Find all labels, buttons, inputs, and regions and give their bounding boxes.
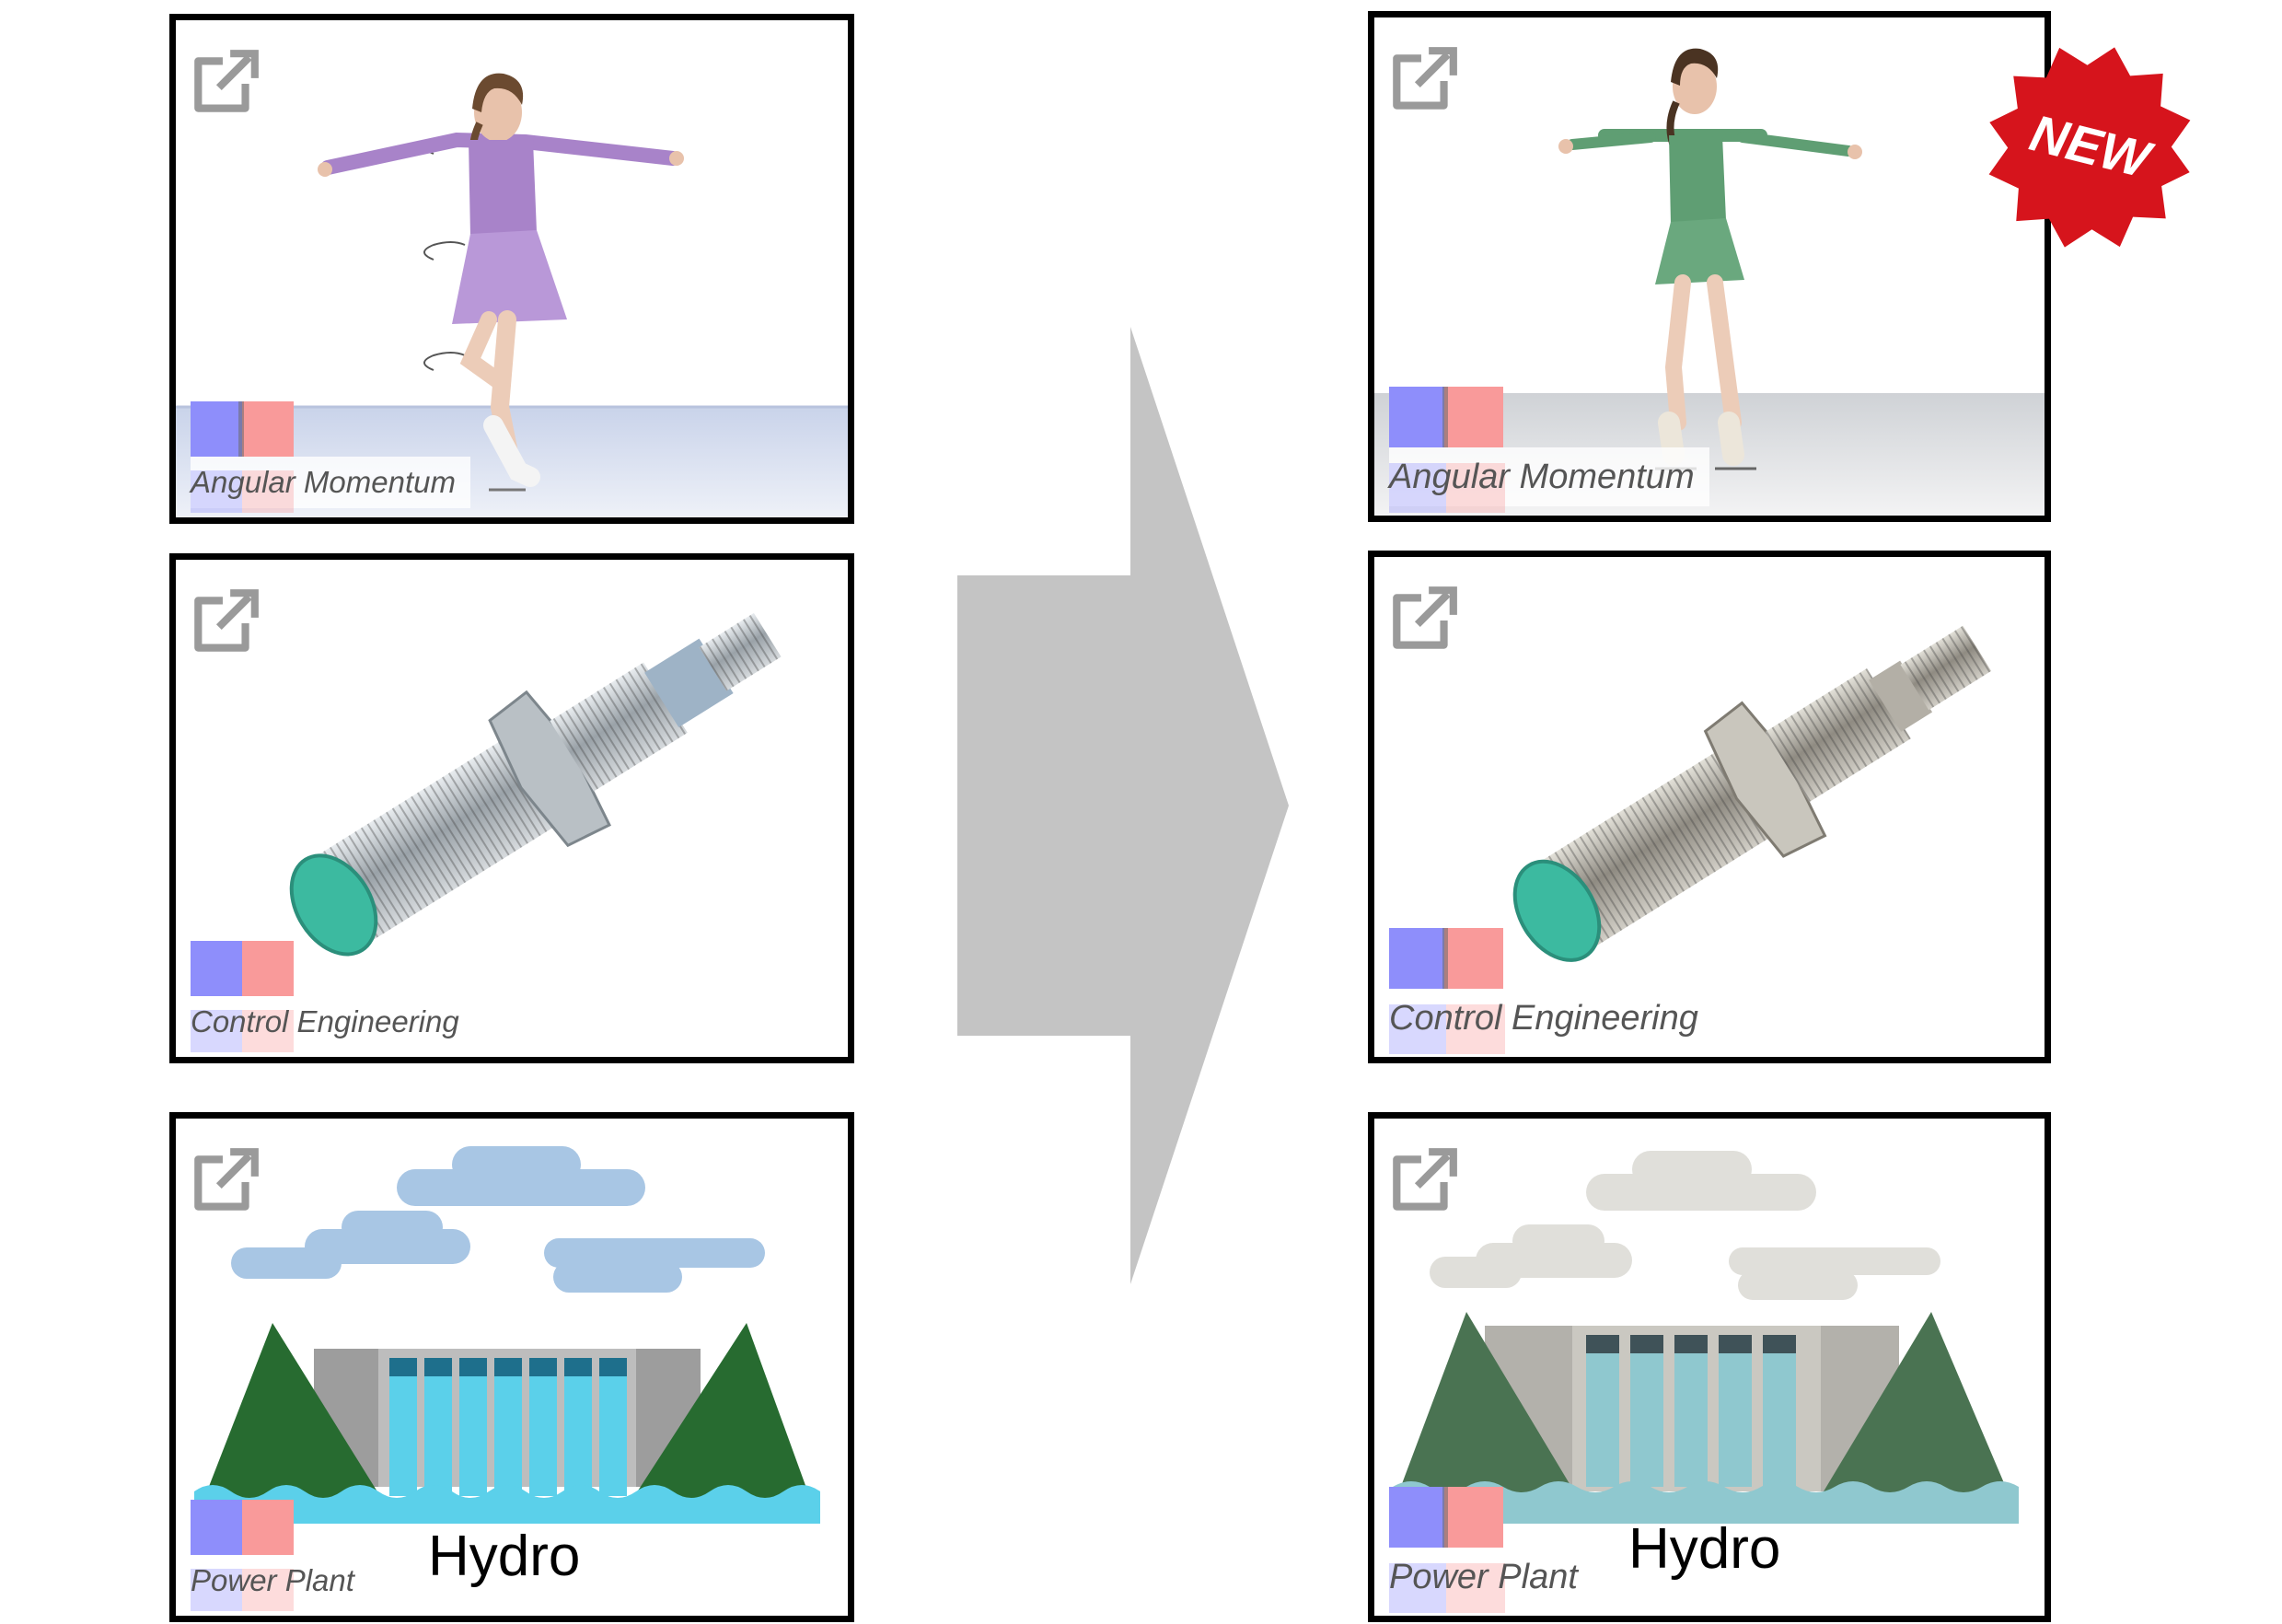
card-power-plant-after[interactable]: Hydro Power Plant [1368,1112,2051,1622]
card-angular-momentum-after[interactable]: Angular Momentum [1368,11,2051,522]
physics-swatch-red [242,941,294,996]
physics-swatch-blue [191,1500,242,1555]
category-label: Angular Momentum [191,457,470,513]
external-link-icon[interactable] [187,46,262,122]
physics-swatch-blue [1389,387,1446,447]
label-word-1: Power [191,1563,277,1597]
swatch-divider [1442,1487,1448,1548]
sensor-illustration [289,612,782,957]
hydro-dam-illustration [1393,1151,2019,1524]
label-word-2: Plant [1488,1558,1578,1596]
category-label: Power Plant [191,1555,369,1611]
card-power-plant-before[interactable]: Hydro Power Plant [169,1112,854,1622]
physics-swatch-red [1444,928,1503,989]
physics-swatch-red [242,401,294,457]
physics-swatch-blue [191,941,242,996]
swatch-divider [238,401,244,457]
hydro-title: Hydro [1628,1517,1781,1581]
card-control-engineering-before[interactable]: Control Engineering [169,553,854,1063]
category-label: Control Engineering [191,996,474,1052]
physics-swatch-red [1444,387,1503,447]
new-starburst-badge: NEW [1988,47,2191,248]
category-label: Power Plant [1389,1548,1593,1613]
card-angular-momentum-before[interactable]: Angular Momentum [169,14,854,524]
label-word-2: Engineering [288,1004,459,1038]
category-label: Angular Momentum [1389,447,1709,513]
physics-swatch-red [1444,1487,1503,1548]
label-word-2: Momentum [1509,458,1695,496]
label-word-2: Momentum [295,465,456,499]
swatch-divider [1442,928,1448,989]
right-arrow-shape [957,327,1289,1284]
physics-swatch-red [242,1500,294,1555]
external-link-icon[interactable] [187,586,262,661]
label-word-2: Engineering [1501,999,1698,1038]
external-link-icon[interactable] [1385,583,1461,658]
label-word-1: Angular [191,465,295,499]
physics-swatch-blue [191,401,242,457]
physics-swatch-blue [1389,928,1446,989]
category-label: Control Engineering [1389,989,1713,1054]
physics-swatch-blue [1389,1487,1446,1548]
hydro-title: Hydro [428,1525,581,1588]
external-link-icon[interactable] [1385,43,1461,119]
swatch-divider [1442,387,1448,447]
card-control-engineering-after[interactable]: Control Engineering [1368,551,2051,1063]
external-link-icon[interactable] [1385,1144,1461,1220]
external-link-icon[interactable] [187,1144,262,1220]
label-word-1: Control [191,1004,289,1038]
label-word-1: Angular [1389,458,1510,496]
sensor-illustration [1512,625,1992,962]
label-word-2: Plant [276,1563,354,1597]
hydro-dam-illustration [194,1146,820,1524]
label-word-1: Power [1389,1558,1489,1596]
label-word-1: Control [1389,999,1502,1038]
